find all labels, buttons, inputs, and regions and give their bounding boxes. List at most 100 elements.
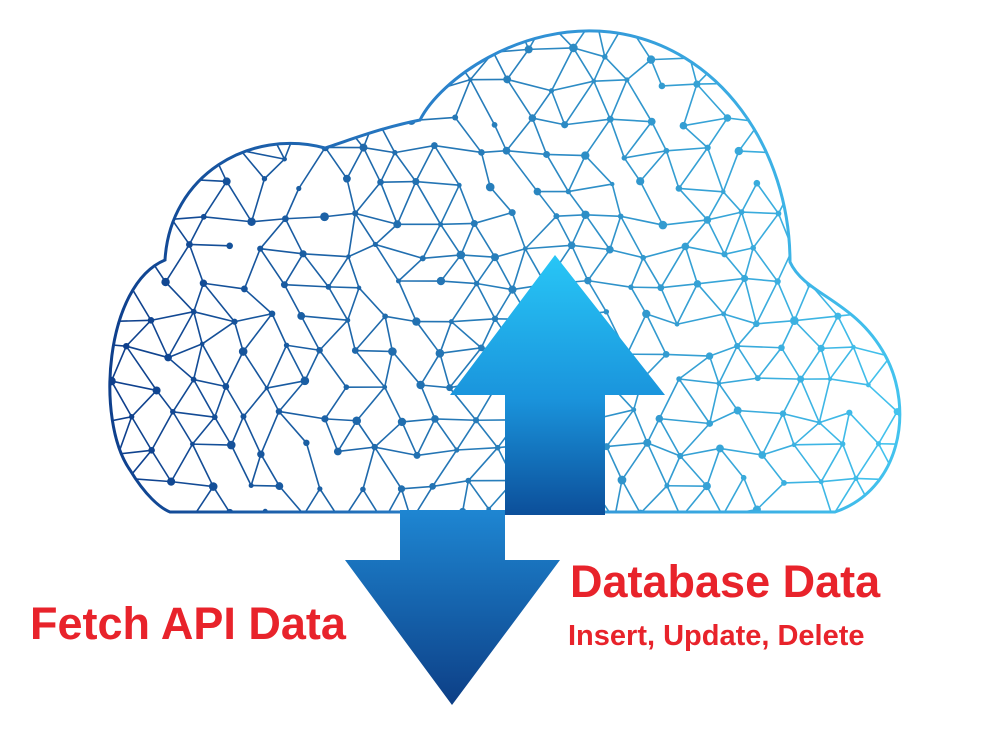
mesh-node bbox=[346, 254, 351, 259]
mesh-link bbox=[570, 244, 589, 281]
mesh-link bbox=[661, 518, 681, 547]
mesh-node bbox=[248, 483, 254, 489]
mesh-link bbox=[511, 212, 527, 250]
mesh-node bbox=[345, 317, 351, 323]
mesh-link bbox=[930, 285, 953, 323]
mesh-link bbox=[640, 513, 681, 517]
mesh-node bbox=[923, 419, 928, 424]
mesh-link bbox=[506, 78, 552, 92]
mesh-link bbox=[94, 489, 108, 520]
mesh-link bbox=[415, 145, 436, 182]
mesh-link bbox=[192, 54, 211, 87]
mesh-link bbox=[187, 124, 215, 156]
mesh-node bbox=[736, 12, 744, 20]
mesh-link bbox=[606, 442, 648, 448]
mesh-link bbox=[584, 214, 611, 251]
mesh-link bbox=[416, 30, 439, 54]
mesh-link bbox=[262, 116, 286, 160]
mesh-link bbox=[109, 319, 152, 323]
mesh-link bbox=[757, 377, 801, 380]
mesh-link bbox=[151, 121, 188, 127]
mesh-link bbox=[494, 256, 514, 290]
mesh-link bbox=[646, 418, 661, 444]
mesh-link bbox=[151, 178, 196, 187]
mesh-node bbox=[388, 347, 397, 356]
mesh-node bbox=[581, 210, 590, 219]
mesh-link bbox=[910, 384, 926, 422]
mesh-link bbox=[761, 444, 795, 456]
mesh-node bbox=[754, 375, 761, 382]
mesh-link bbox=[172, 411, 194, 445]
mesh-node bbox=[928, 283, 933, 288]
mesh-node bbox=[333, 447, 342, 456]
mesh-link bbox=[362, 488, 384, 513]
mesh-link bbox=[460, 254, 478, 284]
mesh-link bbox=[571, 244, 610, 251]
mesh-node bbox=[288, 80, 293, 86]
mesh-link bbox=[473, 223, 496, 258]
mesh-link bbox=[379, 181, 399, 225]
mesh-node bbox=[677, 452, 684, 460]
mesh-link bbox=[799, 378, 821, 423]
mesh-link bbox=[297, 30, 326, 53]
mesh-node bbox=[853, 475, 859, 482]
mesh-node bbox=[452, 114, 459, 121]
mesh-node bbox=[753, 320, 760, 328]
mesh-link bbox=[324, 212, 356, 218]
mesh-link bbox=[813, 517, 832, 545]
mesh-node bbox=[775, 210, 782, 217]
mesh-node bbox=[617, 475, 627, 485]
mesh-link bbox=[706, 191, 724, 221]
mesh-link bbox=[532, 117, 565, 126]
mesh-node bbox=[657, 284, 665, 292]
mesh-link bbox=[893, 512, 908, 544]
mesh-link bbox=[109, 219, 115, 247]
mesh-link bbox=[358, 287, 386, 317]
mesh-node bbox=[945, 509, 952, 516]
mesh-link bbox=[793, 283, 811, 321]
mesh-node bbox=[247, 217, 256, 226]
mesh-node bbox=[382, 313, 389, 320]
mesh-node bbox=[154, 511, 162, 513]
mesh-node bbox=[524, 45, 533, 54]
mesh-link bbox=[723, 211, 743, 255]
mesh-link bbox=[242, 351, 268, 389]
mesh-link bbox=[469, 79, 496, 126]
mesh-node bbox=[721, 251, 728, 258]
mesh-link bbox=[213, 386, 227, 418]
mesh-link bbox=[150, 151, 172, 187]
mesh-node bbox=[502, 146, 511, 155]
mesh-node bbox=[723, 114, 732, 122]
mesh-link bbox=[678, 378, 719, 385]
mesh-node bbox=[721, 311, 727, 317]
mesh-node bbox=[343, 384, 350, 390]
mesh-link bbox=[301, 315, 348, 322]
mesh-node bbox=[941, 246, 948, 253]
mesh-link bbox=[230, 416, 245, 446]
mesh-link bbox=[230, 89, 243, 122]
mesh-link bbox=[251, 484, 280, 487]
mesh-node bbox=[873, 52, 881, 60]
mesh-link bbox=[150, 90, 172, 123]
mesh-link bbox=[480, 318, 496, 349]
mesh-link bbox=[605, 409, 635, 448]
mesh-link bbox=[680, 447, 721, 457]
mesh-node bbox=[412, 48, 422, 58]
mesh-link bbox=[109, 478, 130, 513]
mesh-link bbox=[528, 47, 574, 51]
mesh-link bbox=[346, 147, 365, 180]
mesh-link bbox=[836, 125, 856, 150]
mesh-node bbox=[663, 13, 671, 21]
mesh-link bbox=[492, 51, 508, 80]
mesh-node bbox=[873, 183, 883, 193]
mesh-link bbox=[265, 46, 298, 53]
mesh-link bbox=[741, 211, 779, 215]
mesh-node bbox=[257, 245, 264, 252]
mesh-node bbox=[569, 43, 578, 53]
mesh-link bbox=[355, 349, 393, 353]
mesh-link bbox=[639, 150, 667, 182]
mesh-node bbox=[125, 13, 131, 19]
mesh-link bbox=[450, 321, 482, 349]
mesh-node bbox=[446, 384, 454, 392]
mesh-link bbox=[383, 386, 403, 423]
